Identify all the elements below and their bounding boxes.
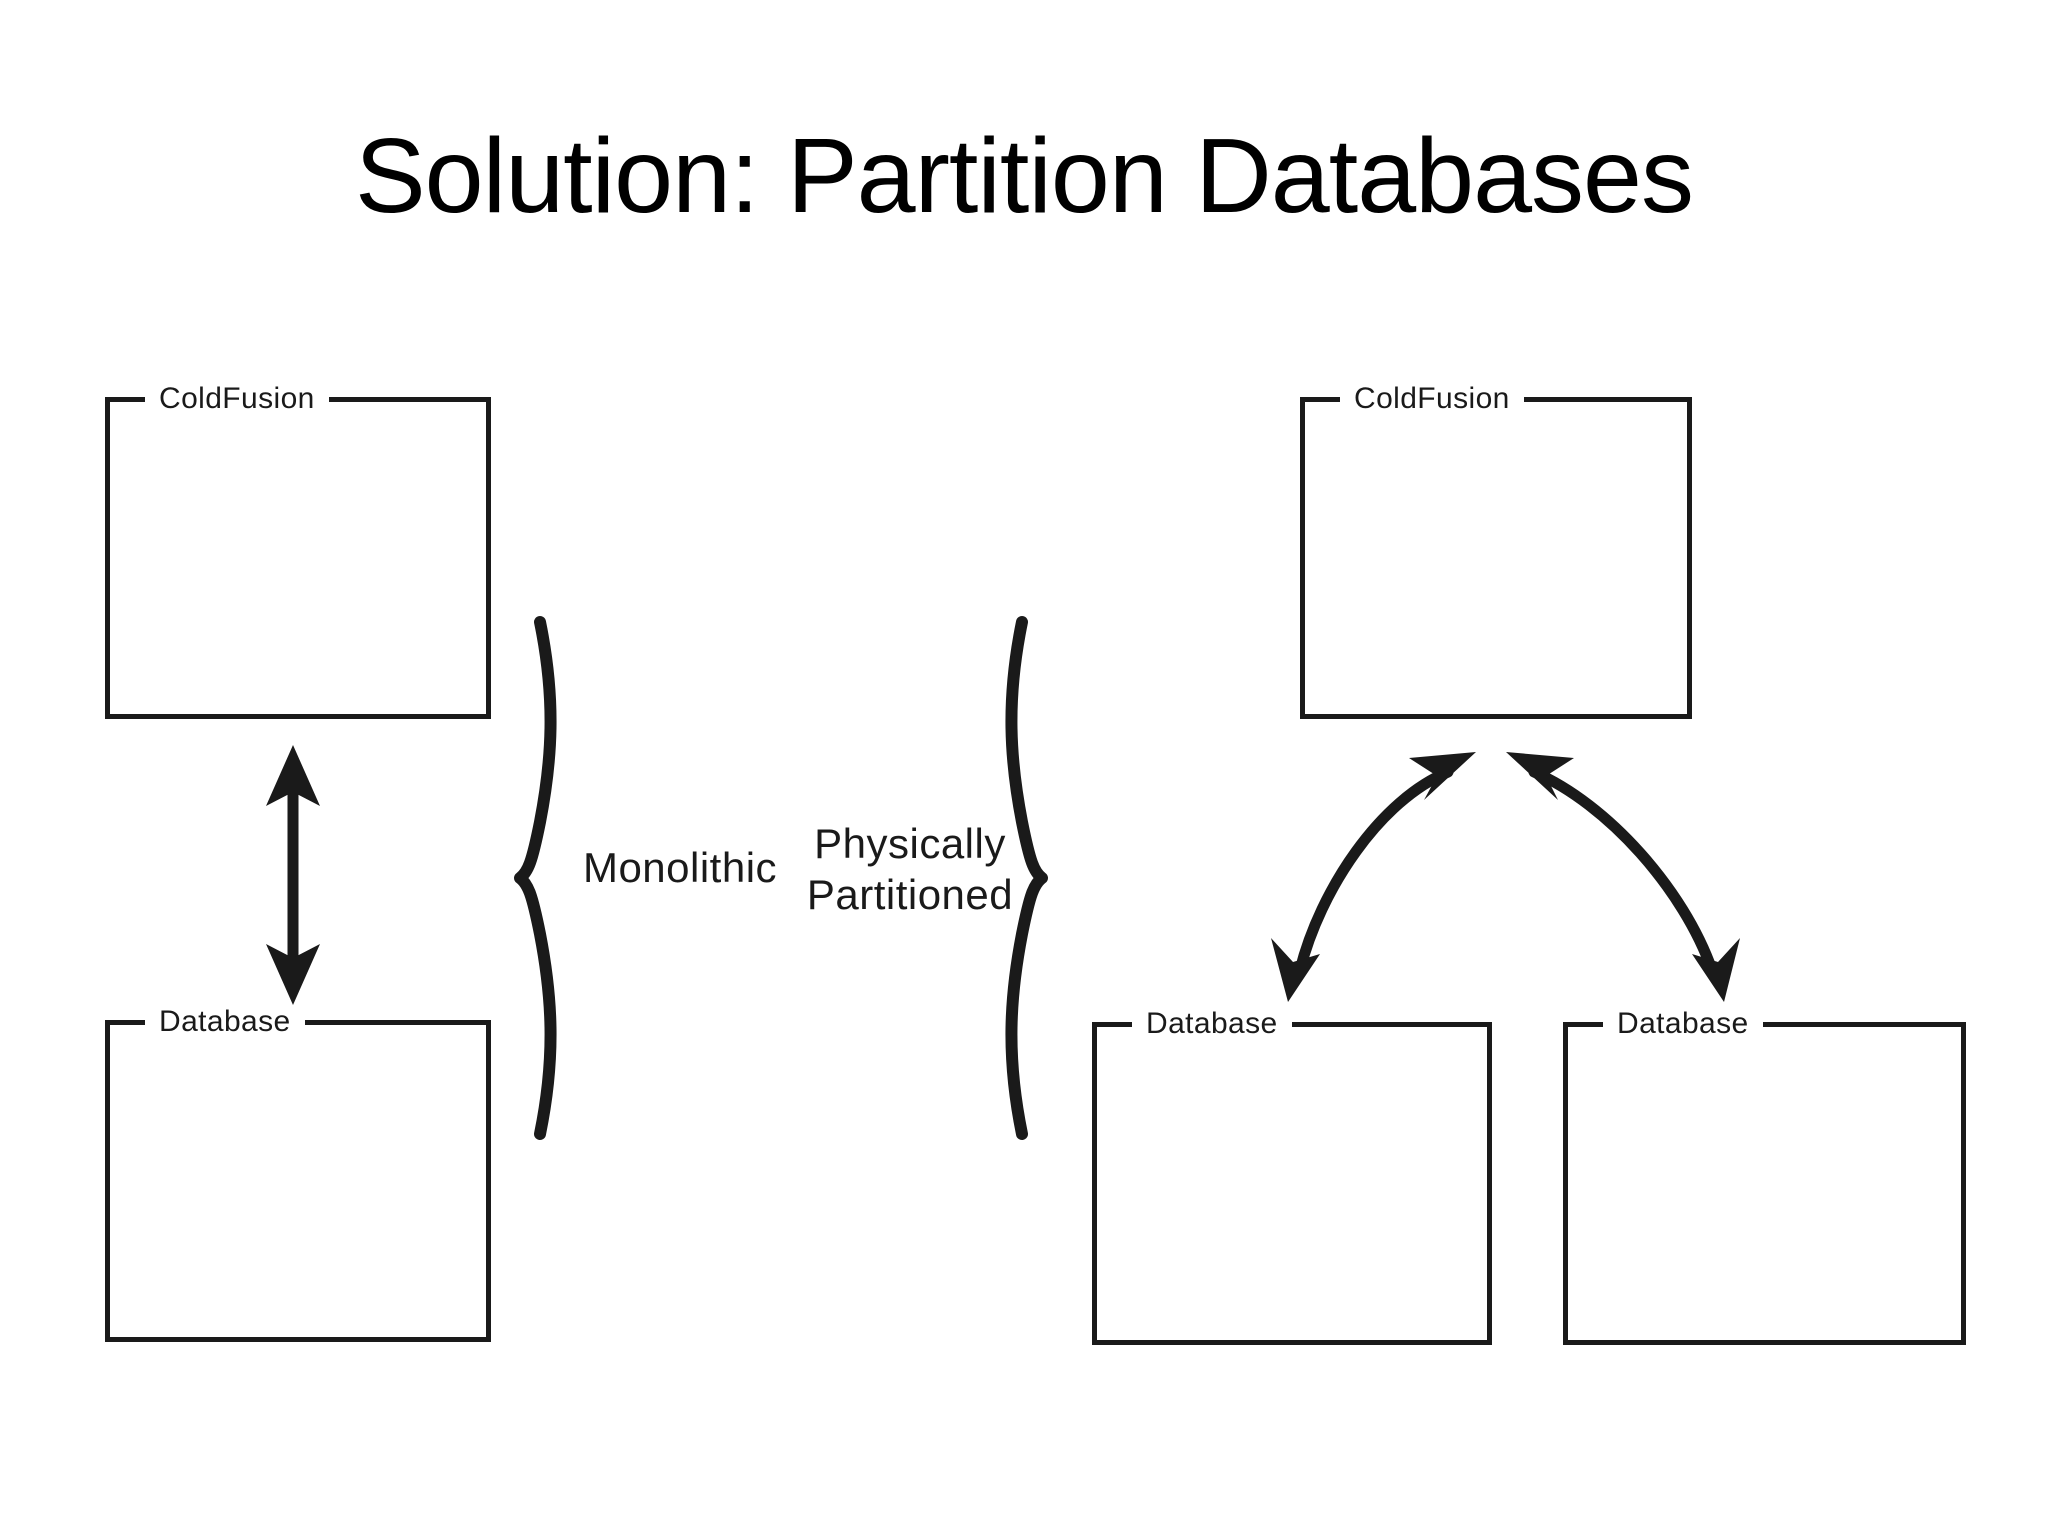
left-coldfusion-box-label: ColdFusion [159, 381, 315, 415]
right-coldfusion-box-label: ColdFusion [1354, 381, 1510, 415]
right-database-2-box-header: Database [1563, 1008, 1966, 1039]
right-database-2-border-stub [1563, 1022, 1603, 1027]
monolithic-caption: Monolithic [582, 844, 778, 891]
arrowhead-to-database-1 [1271, 938, 1320, 1002]
left-coldfusion-box: ColdFusion [105, 383, 491, 719]
right-database-1-border-rule [1291, 1022, 1492, 1027]
arrowhead-up [266, 745, 320, 806]
left-database-border-stub [105, 1020, 145, 1025]
arrowhead-down [266, 944, 320, 1005]
physically-partitioned-caption: Physically Partitioned [806, 820, 1014, 919]
left-database-box-label: Database [159, 1004, 291, 1038]
right-database-1-box-header: Database [1092, 1008, 1492, 1039]
left-database-box: Database [105, 1006, 491, 1342]
left-database-border-rule [304, 1020, 491, 1025]
coldfusion-to-database-2-curved-arrow [1506, 752, 1740, 1002]
right-database-1-box-label: Database [1146, 1006, 1278, 1040]
right-coldfusion-border-stub [1300, 397, 1340, 402]
arrowhead-to-database-2 [1692, 938, 1740, 1002]
right-coldfusion-border-rule [1523, 397, 1692, 402]
right-database-1-box: Database [1092, 1008, 1492, 1345]
right-database-2-border-rule [1762, 1022, 1966, 1027]
right-database-1-border-stub [1092, 1022, 1132, 1027]
page-title: Solution: Partition Databases [354, 117, 1694, 235]
right-database-2-box: Database [1563, 1008, 1966, 1345]
right-coldfusion-box-header: ColdFusion [1300, 383, 1692, 414]
left-database-box-header: Database [105, 1006, 491, 1037]
left-coldfusion-border-stub [105, 397, 145, 402]
right-coldfusion-box: ColdFusion [1300, 383, 1692, 719]
monolithic-double-arrow [266, 745, 320, 1005]
arrowhead-to-coldfusion-right [1506, 752, 1574, 800]
left-coldfusion-border-rule [328, 397, 491, 402]
right-database-2-box-label: Database [1617, 1006, 1749, 1040]
left-coldfusion-box-header: ColdFusion [105, 383, 491, 414]
arrowhead-to-coldfusion-left [1409, 752, 1476, 800]
coldfusion-to-database-1-curved-arrow [1271, 752, 1476, 1002]
monolithic-brace [514, 616, 557, 1140]
